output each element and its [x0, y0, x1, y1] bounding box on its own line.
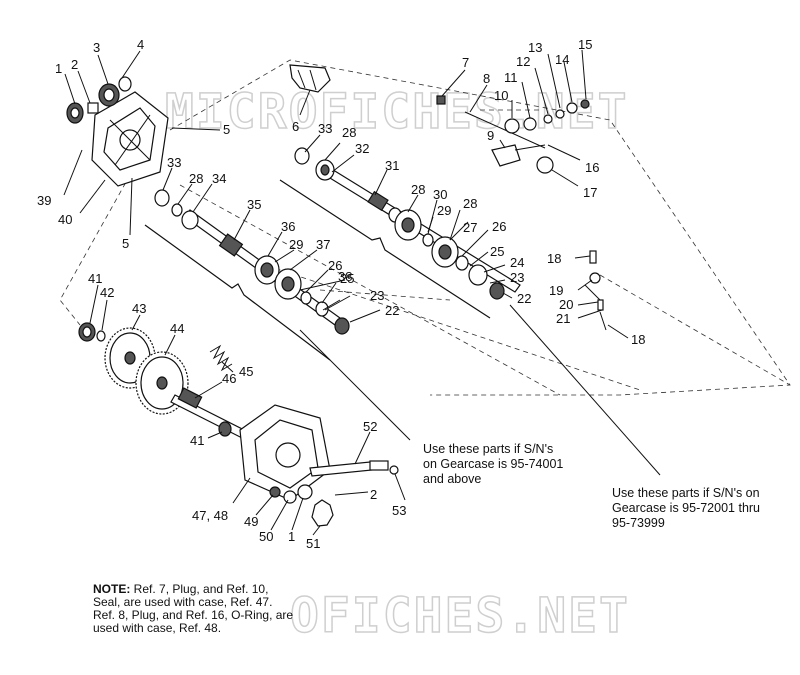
leader-lines: [63, 49, 661, 536]
callout-5: 5: [223, 122, 230, 137]
callout-29a: 29: [437, 203, 451, 218]
lower-shaft-assembly: [154, 189, 350, 335]
callout-43: 43: [132, 301, 146, 316]
callout-32: 32: [355, 141, 369, 156]
callout-28a: 28: [342, 125, 356, 140]
upper-shaft-assembly: [294, 147, 521, 300]
callout-35: 35: [247, 197, 261, 212]
callout-13: 13: [528, 40, 542, 55]
serial-note-1: Use these parts if S/N's on Gearcase is …: [423, 442, 564, 486]
callout-27: 27: [463, 220, 477, 235]
callout-22a: 22: [517, 291, 531, 306]
callout-42: 42: [100, 285, 114, 300]
callout-24: 24: [510, 255, 524, 270]
callout-50: 50: [259, 529, 273, 544]
bracket-left: [144, 224, 331, 361]
callout-34: 34: [212, 171, 226, 186]
seal-bearing-parts: [66, 76, 132, 124]
callout-21: 21: [556, 311, 570, 326]
callout-38: 38: [338, 269, 352, 284]
callout-18: 18: [547, 251, 561, 266]
detent-parts: [584, 250, 607, 331]
callout-45: 45: [239, 364, 253, 379]
axle-and-small-parts: [269, 460, 399, 527]
callout-23b: 23: [370, 288, 384, 303]
callout-28b: 28: [411, 182, 425, 197]
callout-22b: 22: [385, 303, 399, 318]
callout-49: 49: [244, 514, 258, 529]
callout-26b: 26: [328, 258, 342, 273]
callout-41b: 41: [190, 433, 204, 448]
callout-2: 2: [71, 57, 78, 72]
reduction-gears: [104, 327, 189, 415]
callout-53: 53: [392, 503, 406, 518]
gearcase-upper: [91, 91, 169, 187]
callout-12: 12: [516, 54, 530, 69]
callout-3: 3: [93, 40, 100, 55]
callout-23a: 23: [510, 270, 524, 285]
callout-16: 16: [585, 160, 599, 175]
callout-10: 10: [494, 88, 508, 103]
callout-19: 19: [549, 283, 563, 298]
callout-46: 46: [222, 371, 236, 386]
callout-1b: 1: [288, 529, 295, 544]
callout-51: 51: [306, 536, 320, 551]
callout-52: 52: [363, 419, 377, 434]
callout-11: 11: [504, 70, 518, 85]
callout-37: 37: [316, 237, 330, 252]
callout-2b: 2: [370, 487, 377, 502]
callout-30: 30: [433, 187, 447, 202]
callout-20: 20: [559, 297, 573, 312]
note-label: NOTE:: [93, 582, 131, 596]
shift-linkage-parts: [436, 95, 590, 174]
callout-numbers: 1 2 3 4 5 6 7 8 9 10 11 12 13 14 15 16 1…: [37, 37, 645, 551]
callout-15: 15: [578, 37, 592, 52]
callout-5b: 5: [122, 236, 129, 251]
callout-33b: 33: [167, 155, 181, 170]
serial-note-2: Use these parts if S/N's on Gearcase is …: [612, 486, 761, 530]
callout-40: 40: [58, 212, 72, 227]
callout-28c: 28: [463, 196, 477, 211]
callout-28d: 28: [189, 171, 203, 186]
usage-note: NOTE: Ref. 7, Plug, and Ref. 10, Seal, a…: [93, 582, 294, 635]
callout-31: 31: [385, 158, 399, 173]
callout-26a: 26: [492, 219, 506, 234]
assembly-dashed-lines: [59, 59, 791, 396]
shift-fork: [289, 64, 331, 93]
callout-25b: 25: [340, 271, 354, 286]
bearing-and-spring: [78, 322, 233, 372]
gearcase-lower: [239, 404, 331, 501]
callout-39: 39: [37, 193, 51, 208]
callout-6: 6: [292, 119, 299, 134]
callout-47-48: 47, 48: [192, 508, 228, 523]
callout-44: 44: [170, 321, 184, 336]
callout-7: 7: [462, 55, 469, 70]
bracket-right: [279, 179, 491, 319]
callout-36: 36: [281, 219, 295, 234]
watermark-top: MICROFICHES.NET: [165, 84, 628, 140]
callout-33a: 33: [318, 121, 332, 136]
callout-1: 1: [55, 61, 62, 76]
callout-18b: 18: [631, 332, 645, 347]
callout-4: 4: [137, 37, 144, 52]
callout-25a: 25: [490, 244, 504, 259]
callout-9: 9: [487, 128, 494, 143]
callout-29b: 29: [289, 237, 303, 252]
callout-41a: 41: [88, 271, 102, 286]
callout-8: 8: [483, 71, 490, 86]
watermark-bottom: OFICHES.NET: [290, 588, 630, 644]
callout-17: 17: [583, 185, 597, 200]
callout-14: 14: [555, 52, 569, 67]
